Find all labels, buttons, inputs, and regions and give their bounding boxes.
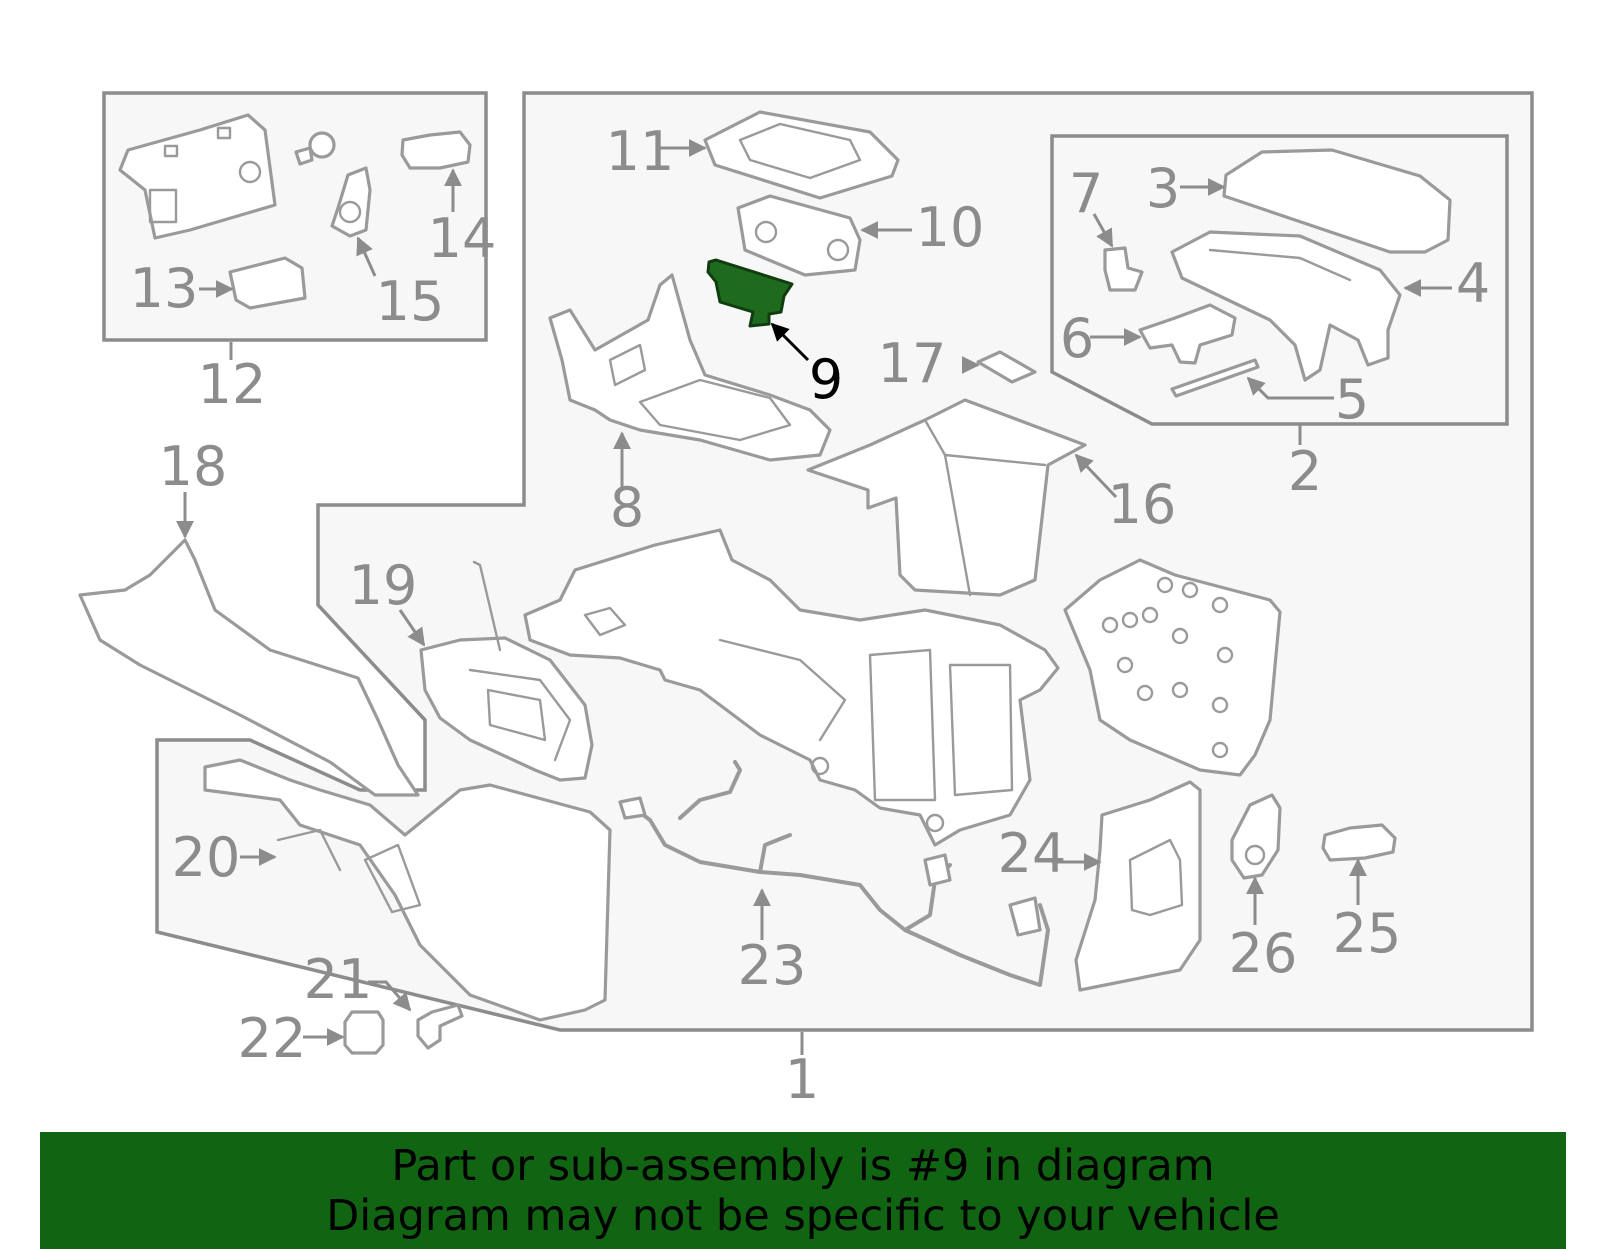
- callout-8: 8: [610, 476, 644, 539]
- part-8-console-trim: [548, 273, 832, 462]
- part-16-storage-bin: [806, 398, 1087, 597]
- info-banner: Part or sub-assembly is #9 in diagram Di…: [40, 1132, 1566, 1249]
- part-4-lid-hinge: [1170, 230, 1402, 382]
- part-console-frame: [523, 528, 1060, 847]
- callout-6: 6: [1060, 307, 1094, 370]
- part-20-lower-panel: [203, 758, 612, 1022]
- callout-26: 26: [1229, 922, 1298, 985]
- callout-17: 17: [878, 332, 947, 395]
- part-15-clip: [330, 166, 372, 238]
- part-23-wiring-harness: [618, 760, 1050, 987]
- part-14-connector: [400, 130, 472, 170]
- callout-12: 12: [198, 353, 267, 416]
- callout-18: 18: [159, 435, 228, 498]
- callout-24: 24: [998, 822, 1067, 885]
- part-12-module: [118, 113, 277, 240]
- banner-line-2: Diagram may not be specific to your vehi…: [326, 1190, 1280, 1241]
- part-5-rod: [1170, 358, 1260, 398]
- callout-19: 19: [349, 554, 418, 617]
- part-19-shifter: [419, 560, 594, 782]
- part-7-latch: [1103, 246, 1144, 292]
- part-3-armrest-lid: [1222, 148, 1452, 254]
- callout-3: 3: [1146, 157, 1180, 220]
- part-6-bracket: [1138, 303, 1237, 365]
- callout-5: 5: [1335, 368, 1369, 431]
- callout-23: 23: [738, 934, 807, 997]
- part-side-panel: [1063, 558, 1282, 777]
- callout-13: 13: [130, 257, 199, 320]
- callout-labels: 1 2 3 4 5 6 7 8 9 10 11 12 13 14 15 16 1…: [130, 120, 1491, 1111]
- part-13-switch: [228, 256, 307, 310]
- callout-21: 21: [304, 948, 373, 1011]
- part-18-side-trim: [78, 538, 420, 797]
- leader-lines: [176, 139, 1452, 1055]
- callout-2: 2: [1288, 440, 1322, 503]
- part-26-clip: [1230, 793, 1282, 880]
- callout-7: 7: [1069, 162, 1103, 225]
- callout-1: 1: [785, 1048, 819, 1111]
- callout-25: 25: [1333, 902, 1402, 965]
- callout-22: 22: [238, 1007, 307, 1070]
- callout-15: 15: [376, 270, 445, 333]
- part-11-trim-plate: [703, 110, 900, 200]
- part-9-bracket-highlighted: [706, 258, 794, 328]
- part-10-cup-holder: [736, 194, 862, 277]
- callout-4: 4: [1456, 252, 1490, 315]
- callout-10: 10: [916, 196, 985, 259]
- callout-16: 16: [1108, 473, 1177, 536]
- callout-11: 11: [606, 120, 675, 183]
- callout-14: 14: [428, 207, 497, 270]
- banner-line-1: Part or sub-assembly is #9 in diagram: [391, 1140, 1215, 1191]
- part-screw-small: [294, 131, 336, 166]
- part-22-plug: [343, 1010, 385, 1055]
- callout-9-highlighted: 9: [809, 348, 843, 411]
- part-21-bolt: [416, 1003, 464, 1050]
- part-24-trim-panel: [1074, 780, 1202, 992]
- part-17-pad: [976, 350, 1037, 384]
- part-25-connector: [1321, 823, 1397, 862]
- callout-20: 20: [172, 826, 241, 889]
